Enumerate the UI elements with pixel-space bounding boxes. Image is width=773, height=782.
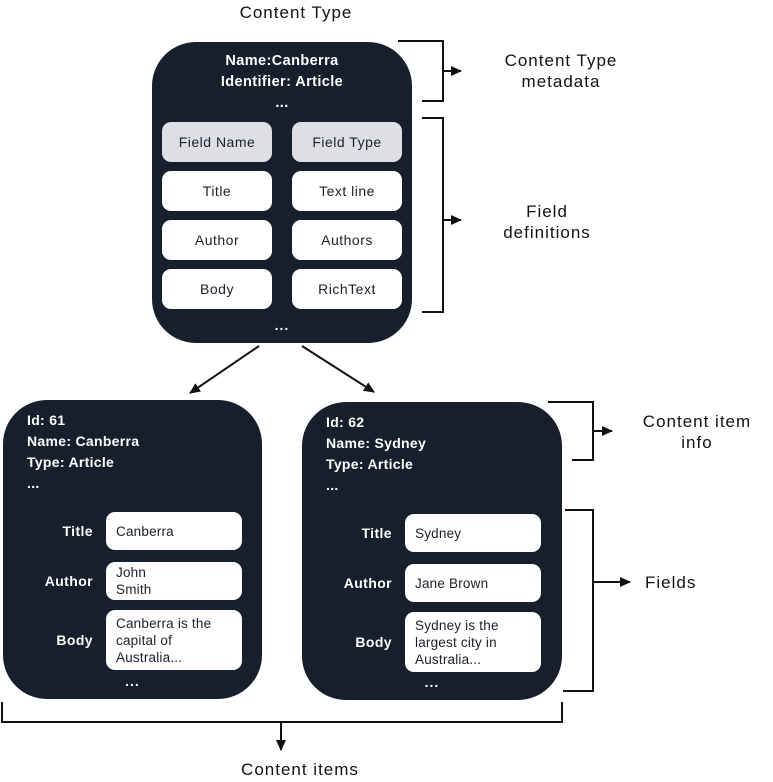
label-content-item-info: Content item info bbox=[642, 412, 752, 452]
content-item-type: Type: Article bbox=[27, 454, 115, 470]
content-item-id: Id: 61 bbox=[27, 412, 66, 428]
content-type-box: Name:Canberra Identifier: Article ... Fi… bbox=[152, 42, 412, 343]
content-item-info-ellipsis: ... bbox=[326, 477, 339, 493]
content-item-box-canberra: Id: 61 Name: Canberra Type: Article ... … bbox=[3, 400, 262, 699]
content-item-info-block: Id: 61 Name: Canberra Type: Article ... bbox=[3, 400, 262, 494]
field-name-cell: Author bbox=[162, 220, 272, 260]
field-definition-table: Field Name Field Type Title Text line Au… bbox=[162, 122, 402, 309]
content-type-metadata-block: Name:Canberra Identifier: Article ... bbox=[152, 42, 412, 114]
field-value-body: Sydney is the largest city in Australia.… bbox=[405, 612, 541, 672]
field-value-title: Sydney bbox=[405, 514, 541, 552]
label-content-items: Content items bbox=[241, 760, 359, 779]
arrow-to-item-canberra bbox=[189, 345, 260, 394]
content-type-identifier: Identifier: Article bbox=[220, 74, 344, 90]
bracket-fields bbox=[563, 509, 594, 692]
bracket-content-items bbox=[1, 702, 563, 723]
field-label-author: Author bbox=[44, 573, 93, 589]
content-item-ellipsis: ... bbox=[424, 674, 440, 690]
field-value-title: Canberra bbox=[106, 512, 242, 550]
label-field-definitions: Field definitions bbox=[503, 202, 591, 242]
field-type-cell: Authors bbox=[292, 220, 402, 260]
content-item-name: Name: Sydney bbox=[326, 435, 427, 451]
diagram-title: Content Type bbox=[239, 3, 353, 22]
field-value-author: Jane Brown bbox=[405, 564, 541, 602]
field-name-header-cell: Field Name bbox=[162, 122, 272, 162]
field-label-body: Body bbox=[355, 634, 392, 650]
content-item-ellipsis: ... bbox=[125, 673, 140, 689]
field-type-header-cell: Field Type bbox=[292, 122, 402, 162]
field-label-title: Title bbox=[62, 523, 93, 539]
content-item-box-sydney: Id: 62 Name: Sydney Type: Article ... Ti… bbox=[302, 402, 562, 700]
content-type-name: Name:Canberra bbox=[225, 53, 339, 69]
field-value-body: Canberra is the capital of Australia... bbox=[106, 610, 242, 670]
field-type-cell: Text line bbox=[292, 171, 402, 211]
label-content-type-metadata: Content Type metadata bbox=[504, 51, 618, 91]
content-item-info-ellipsis: ... bbox=[27, 475, 40, 491]
content-type-meta-ellipsis: ... bbox=[275, 95, 289, 111]
field-label-author: Author bbox=[343, 575, 392, 591]
field-value-author: John Smith bbox=[106, 562, 242, 600]
field-name-cell: Body bbox=[162, 269, 272, 309]
field-name-cell: Title bbox=[162, 171, 272, 211]
field-type-cell: RichText bbox=[292, 269, 402, 309]
content-item-id: Id: 62 bbox=[326, 414, 365, 430]
label-fields: Fields bbox=[645, 573, 697, 592]
content-type-ellipsis: ... bbox=[274, 317, 290, 333]
content-item-name: Name: Canberra bbox=[27, 433, 140, 449]
bracket-field-definitions bbox=[422, 117, 444, 313]
content-item-info-block: Id: 62 Name: Sydney Type: Article ... bbox=[302, 402, 562, 496]
arrow-to-item-sydney bbox=[301, 345, 375, 393]
field-label-body: Body bbox=[56, 632, 93, 648]
content-item-type: Type: Article bbox=[326, 456, 414, 472]
field-label-title: Title bbox=[361, 525, 392, 541]
